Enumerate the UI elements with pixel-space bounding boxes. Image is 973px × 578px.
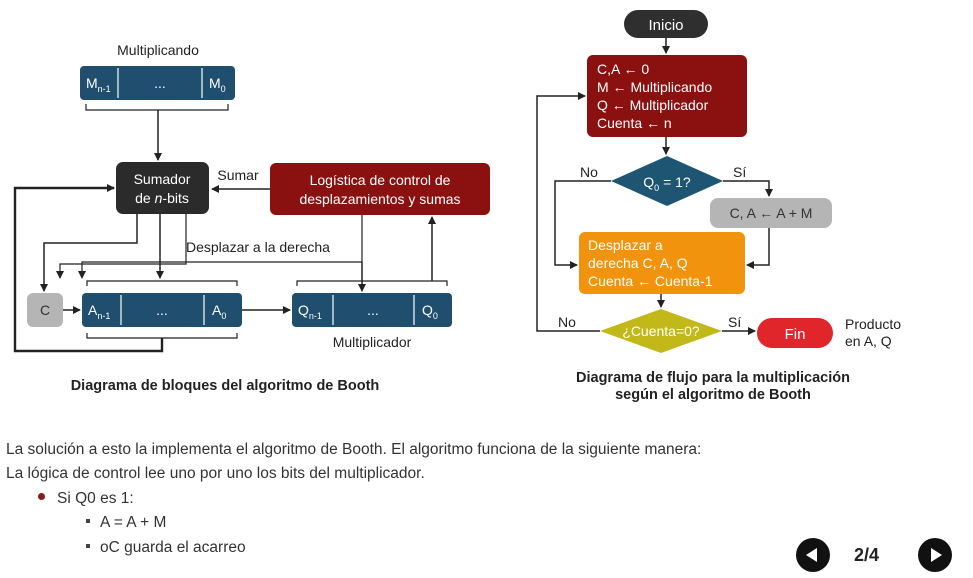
init-block: C,A ← 0 M ← Multiplicando Q ← Multiplica…	[587, 55, 747, 137]
q-register: Qn-1 ... Q0	[292, 293, 452, 327]
flowchart-caption-line1: Diagrama de flujo para la multiplicación	[576, 370, 850, 386]
producto-line1: Producto	[845, 316, 901, 332]
svg-text:Qn-1: Qn-1	[298, 302, 322, 321]
svg-text:A0: A0	[212, 302, 226, 321]
q0-no-label: No	[580, 164, 598, 180]
adder-line1: Sumador	[134, 171, 191, 187]
svg-text:Q0: Q0	[422, 302, 438, 321]
cuenta-yes-label: Sí	[728, 314, 741, 330]
m-cell-low: M	[209, 75, 221, 91]
control-logic-block: Logística de control de desplazamientos …	[270, 163, 490, 215]
cuenta-check-decision: ¿Cuenta=0?	[600, 309, 722, 353]
producto-line2: en A, Q	[845, 333, 892, 349]
paragraph-control-logic: La lógica de control lee uno por uno los…	[6, 465, 425, 482]
svg-text:C: C	[40, 302, 50, 318]
shift-step-block: Desplazar a derecha C, A, Q Cuenta ← Cue…	[579, 232, 745, 294]
cuenta-no-label: No	[558, 314, 576, 330]
q0-yes-label: Sí	[733, 164, 746, 180]
svg-text:C,A ← 0: C,A ← 0	[597, 61, 649, 77]
flowchart-caption-line2: según el algoritmo de Booth	[615, 387, 811, 403]
carry-register: C	[27, 293, 63, 327]
a-cell-high: A	[88, 302, 98, 318]
svg-text:An-1: An-1	[88, 302, 110, 321]
q-cell-high: Q	[298, 302, 309, 318]
svg-text:¿Cuenta=0?: ¿Cuenta=0?	[622, 323, 700, 339]
sub-bullet-add: A = A + M	[86, 514, 166, 532]
sub-bullet-square-icon	[86, 518, 90, 523]
a-cell-dots: ...	[156, 302, 168, 318]
sub-bullet-add-text: A = A + M	[100, 514, 167, 531]
svg-text:de n-bits: de n-bits	[135, 190, 189, 206]
page-indicator: 2/4	[854, 545, 880, 565]
pager: 2/4	[790, 538, 960, 574]
sub-bullet-carry-text: oC guarda el acarreo	[100, 539, 246, 556]
q0-decision: Q0 = 1?	[611, 156, 723, 206]
svg-text:Fin: Fin	[785, 326, 806, 343]
a-cell-low: A	[212, 302, 222, 318]
multiplicand-register: Mn-1 ... M0	[80, 66, 235, 100]
multiplicando-label: Multiplicando	[117, 42, 199, 58]
next-arrow-icon[interactable]	[918, 538, 952, 572]
add-step-block: C, A ← A + M	[710, 198, 832, 228]
m-cell-dots: ...	[154, 75, 166, 91]
svg-text:Q0 = 1?: Q0 = 1?	[643, 174, 691, 193]
m-cell-high: M	[86, 75, 98, 91]
svg-text:C, A ← A + M: C, A ← A + M	[730, 205, 813, 221]
svg-text:Inicio: Inicio	[648, 17, 683, 34]
m-cell-low-sub: 0	[221, 84, 226, 94]
previous-arrow-icon[interactable]	[796, 538, 830, 572]
block-diagram-connectors	[13, 110, 436, 353]
svg-text:Desplazar a: Desplazar a	[588, 237, 663, 253]
control-logic-line1: Logística de control de	[310, 172, 451, 188]
sub-bullet-square-icon	[86, 543, 90, 548]
bullet-dot-icon	[38, 493, 45, 501]
inicio-node: Inicio	[624, 10, 708, 38]
control-logic-line2: desplazamientos y sumas	[299, 191, 460, 207]
flowchart-connectors	[536, 38, 773, 335]
svg-text:M0: M0	[209, 75, 226, 94]
m-cell-high-sub: n-1	[98, 84, 111, 94]
svg-text:derecha C, A, Q: derecha C, A, Q	[588, 255, 688, 271]
paragraph-intro: La solución a esto la implementa el algo…	[6, 441, 702, 458]
adder-block: Sumador de n-bits	[116, 162, 209, 214]
bullet-q0: Si Q0 es 1:	[38, 490, 134, 508]
fin-node: Fin	[757, 318, 833, 348]
booth-diagrams: Multiplicando Mn-1 ... M0 Sumador de n-b…	[13, 10, 901, 403]
q-cell-dots: ...	[367, 302, 379, 318]
multiplicador-label: Multiplicador	[333, 334, 412, 350]
svg-text:Mn-1: Mn-1	[86, 75, 111, 94]
svg-text:Cuenta ← n: Cuenta ← n	[597, 115, 672, 131]
block-diagram-caption: Diagrama de bloques del algoritmo de Boo…	[71, 378, 380, 394]
sub-bullet-carry: oC guarda el acarreo	[86, 539, 246, 557]
bullet-q0-text: Si Q0 es 1:	[57, 490, 134, 507]
q-cell-low: Q	[422, 302, 433, 318]
svg-text:Cuenta ← Cuenta-1: Cuenta ← Cuenta-1	[588, 273, 713, 289]
a-register: An-1 ... A0	[82, 293, 242, 327]
svg-text:Q ← Multiplicador: Q ← Multiplicador	[597, 97, 709, 113]
sumar-label: Sumar	[217, 167, 259, 183]
shift-right-label: Desplazar a la derecha	[186, 239, 330, 255]
svg-text:M ← Multiplicando: M ← Multiplicando	[597, 79, 712, 95]
